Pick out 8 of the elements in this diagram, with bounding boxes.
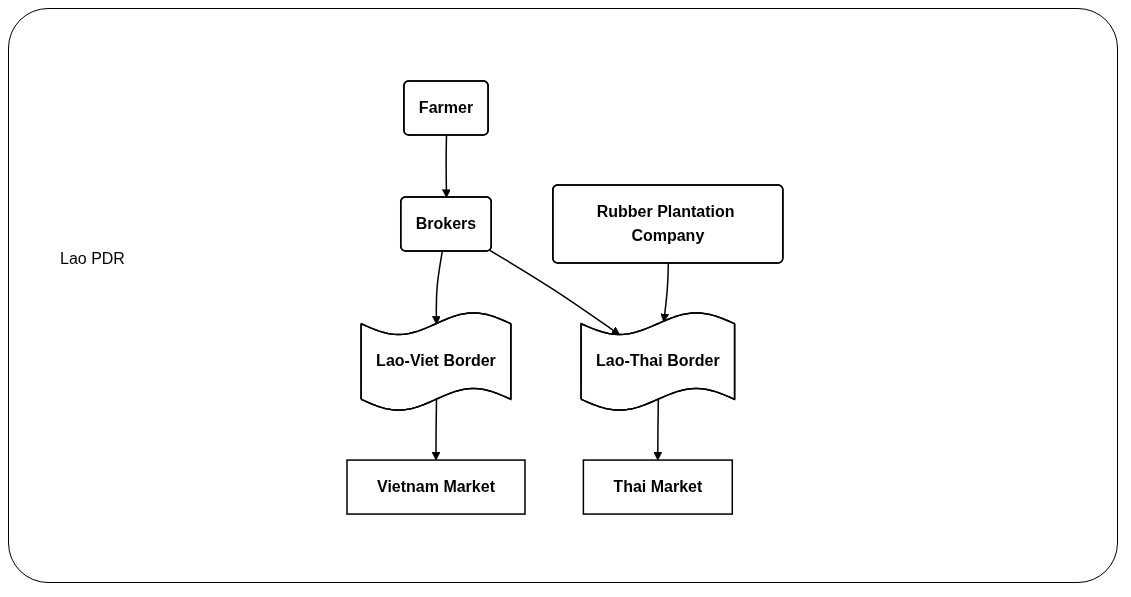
region-label: Lao PDR bbox=[60, 250, 125, 268]
arrow bbox=[431, 399, 441, 461]
arrow bbox=[442, 134, 451, 198]
node-box: Thai Market bbox=[582, 459, 734, 515]
arrow bbox=[653, 399, 663, 461]
arrow bbox=[432, 250, 444, 325]
node-box: Vietnam Market bbox=[346, 459, 526, 515]
arrow bbox=[660, 262, 670, 323]
